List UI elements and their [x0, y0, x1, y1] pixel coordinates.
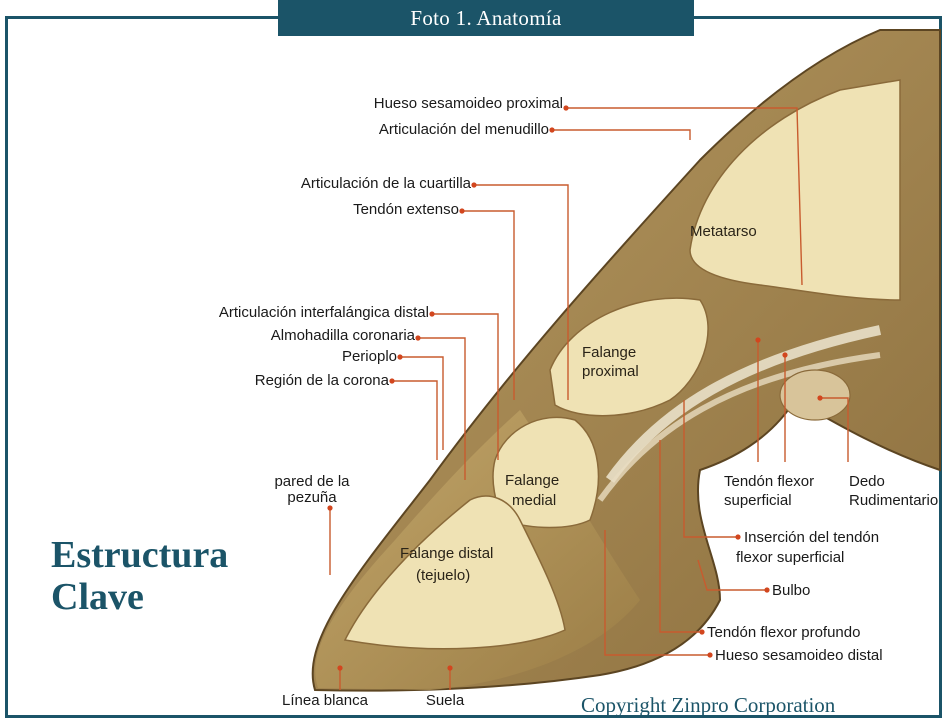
label-hueso-sesamoideo-proximal: Hueso sesamoideo proximal	[374, 95, 563, 112]
label-tendon-extenso: Tendón extenso	[353, 201, 459, 218]
label-insercion-1: Inserción del tendón	[744, 529, 879, 546]
label-bulbo: Bulbo	[772, 582, 810, 599]
key-structure-title: Estructura Clave	[51, 534, 228, 618]
label-articulacion-menudillo: Articulación del menudillo	[379, 121, 549, 138]
metatarso-bone	[690, 80, 900, 300]
label-almohadilla-coronaria: Almohadilla coronaria	[271, 327, 416, 344]
figure-header: Foto 1. Anatomía	[278, 0, 694, 36]
label-falange-distal-2: (tejuelo)	[416, 567, 470, 584]
label-pared-2: pezuña	[287, 489, 337, 506]
label-falange-proximal-2: proximal	[582, 363, 639, 380]
key-structure-title-line1: Estructura	[51, 534, 228, 576]
label-articulacion-cuartilla: Articulación de la cuartilla	[301, 175, 472, 192]
label-suela: Suela	[426, 692, 465, 709]
label-dedo-2: Rudimentario	[849, 492, 938, 509]
label-metatarso: Metatarso	[690, 223, 757, 240]
label-dedo-1: Dedo	[849, 473, 885, 490]
label-falange-proximal-1: Falange	[582, 344, 636, 361]
label-insercion-2: flexor superficial	[736, 549, 844, 566]
label-linea-blanca: Línea blanca	[282, 692, 369, 709]
label-articulacion-interfalangica: Articulación interfalángica distal	[219, 304, 429, 321]
figure-header-title: Foto 1. Anatomía	[410, 6, 561, 31]
label-region-corona: Región de la corona	[255, 372, 390, 389]
copyright-notice: Copyright Zinpro Corporation	[581, 693, 835, 718]
label-falange-distal-1: Falange distal	[400, 545, 493, 562]
label-falange-medial-2: medial	[512, 492, 556, 509]
dedo-rudimentario-shape	[780, 370, 850, 420]
label-tendon-flexor-superficial-1: Tendón flexor	[724, 473, 814, 490]
label-perioplo: Perioplo	[342, 348, 397, 365]
label-falange-medial-1: Falange	[505, 472, 559, 489]
label-tendon-flexor-profundo: Tendón flexor profundo	[707, 624, 860, 641]
label-pared-1: pared de la	[274, 473, 350, 490]
key-structure-title-line2: Clave	[51, 576, 228, 618]
label-hueso-sesamoideo-distal: Hueso sesamoideo distal	[715, 647, 883, 664]
label-tendon-flexor-superficial-2: superficial	[724, 492, 792, 509]
